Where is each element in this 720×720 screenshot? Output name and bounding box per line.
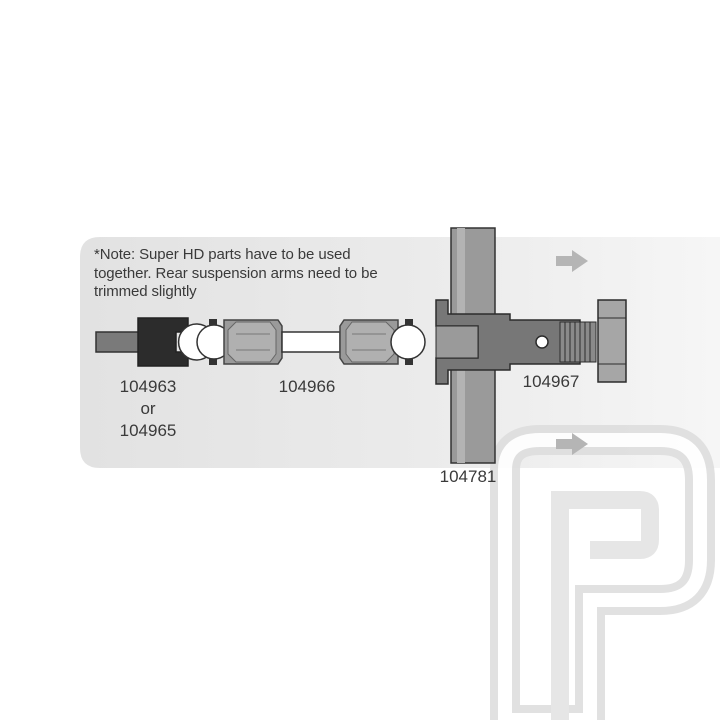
note-text: *Note: Super HD parts have to be used to… — [94, 246, 378, 300]
arrow-right-icon — [556, 433, 588, 455]
driveshaft-part — [177, 319, 426, 365]
arrow-right-icon — [556, 250, 588, 272]
p-logo-watermark-icon — [490, 425, 715, 720]
hub-carrier-part — [450, 227, 496, 464]
part-label-104965: 104965 — [119, 421, 177, 440]
part-label-104967: 104967 — [522, 372, 580, 391]
axle-part — [435, 299, 627, 385]
part-label-104963: 104963 — [119, 377, 177, 396]
outdrive-part — [95, 317, 189, 367]
part-label-104781: 104781 — [439, 467, 497, 486]
part-label-104966: 104966 — [278, 377, 336, 396]
part-label-or: or — [140, 399, 156, 418]
